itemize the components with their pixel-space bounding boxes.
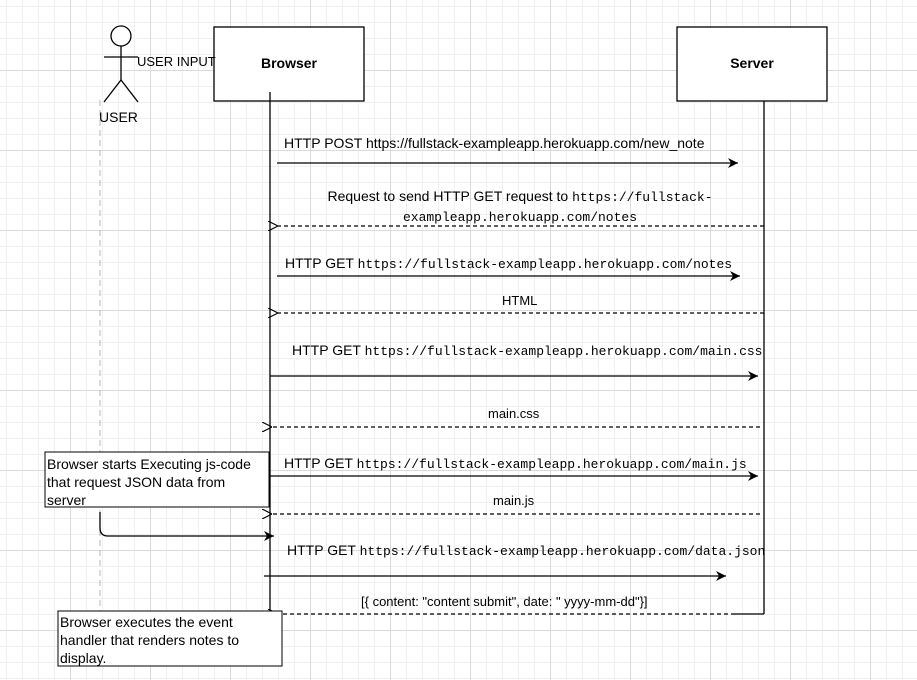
- message-1-method: HTTP POST: [284, 135, 366, 151]
- message-return-main-css: main.css: [488, 406, 540, 421]
- message-return-html: HTML: [502, 293, 538, 308]
- message-7-url: https://fullstack-exampleapp.herokuapp.c…: [356, 457, 747, 472]
- message-2-prefix: Request to send HTTP GET request to: [327, 188, 573, 204]
- message-7-method: HTTP GET: [284, 455, 357, 471]
- message-3-method: HTTP GET: [285, 255, 358, 271]
- server-participant-box: [676, 26, 828, 102]
- message-http-post-new-note: HTTP POST https://fullstack-exampleapp.h…: [284, 135, 704, 151]
- message-9-url: https://fullstack-exampleapp.herokuapp.c…: [359, 544, 766, 559]
- browser-participant-box: [213, 26, 365, 102]
- message-http-get-notes: HTTP GET https://fullstack-exampleapp.he…: [285, 255, 732, 273]
- browser-title: Browser: [260, 55, 318, 71]
- message-http-get-main-js: HTTP GET https://fullstack-exampleapp.he…: [284, 455, 747, 473]
- user-input-label: USER INPUT: [137, 54, 216, 69]
- message-return-redirect: Request to send HTTP GET request to http…: [300, 187, 740, 227]
- message-5-url: https://fullstack-exampleapp.herokuapp.c…: [364, 344, 763, 359]
- note-js-exec-box: [44, 451, 270, 508]
- message-9-method: HTTP GET: [287, 542, 360, 558]
- message-return-main-js: main.js: [493, 493, 535, 508]
- message-5-method: HTTP GET: [292, 342, 365, 358]
- user-actor-label: USER: [99, 109, 138, 125]
- note-event-handler-text: Browser executes the event handler that …: [60, 614, 240, 666]
- message-http-get-main-css: HTTP GET https://fullstack-exampleapp.he…: [292, 342, 762, 360]
- message-2-url-part2: exampleapp.herokuapp.com/notes: [402, 210, 638, 225]
- message-1-url: https://fullstack-exampleapp.herokuapp.c…: [365, 135, 705, 151]
- user-stick-figure-icon: [103, 25, 139, 103]
- message-3-url: https://fullstack-exampleapp.herokuapp.c…: [357, 257, 733, 272]
- note-event-handler-box: [57, 610, 283, 667]
- message-2-url-part1: https://fullstack-: [572, 190, 713, 205]
- note-connector-arrow: [99, 512, 274, 541]
- note-js-exec-text: Browser starts Executing js-code that re…: [47, 456, 251, 508]
- message-http-get-data-json: HTTP GET https://fullstack-exampleapp.he…: [287, 542, 765, 560]
- message-return-json-data: [{ content: "content submit", date: " yy…: [361, 594, 648, 609]
- server-title: Server: [730, 55, 774, 71]
